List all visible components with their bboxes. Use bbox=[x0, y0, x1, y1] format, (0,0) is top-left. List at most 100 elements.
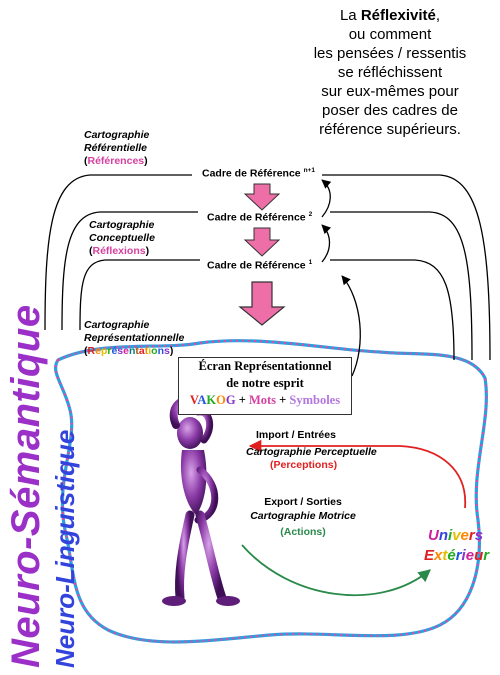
colored-letter: a bbox=[138, 345, 145, 357]
colored-letter: E bbox=[424, 547, 435, 564]
export-line-1: Export / Sorties bbox=[264, 496, 342, 508]
neuro-linguistique-vertical: Neuro-Linguistique bbox=[50, 429, 80, 668]
colored-letter: r bbox=[107, 345, 112, 357]
import-line-1: Import / Entrées bbox=[256, 429, 336, 441]
title-block: La Réflexivité, ou comment les pensées /… bbox=[290, 6, 490, 139]
referential-line-2: Référentielle bbox=[84, 142, 148, 154]
referential-line-1: Cartographie bbox=[84, 129, 150, 141]
colored-letter: s bbox=[474, 527, 484, 544]
colored-letter: t bbox=[144, 345, 149, 357]
frame-label-sup: 1 bbox=[308, 259, 313, 266]
colored-letter: e bbox=[465, 547, 475, 564]
frame-label-2: Cadre de Référence 2 bbox=[207, 211, 312, 224]
import-arrow bbox=[248, 439, 466, 509]
colored-letter: t bbox=[135, 345, 139, 357]
title-line-5: sur eux-mêmes pour bbox=[321, 83, 459, 100]
colored-letter: A bbox=[197, 393, 207, 407]
conceptual-line-1: Cartographie bbox=[89, 219, 155, 231]
mots-word: Mots bbox=[248, 393, 277, 407]
import-label: Import / Entrées Cartographie Perceptuel… bbox=[246, 429, 446, 473]
frame-label-text: Cadre de Référence bbox=[207, 211, 306, 224]
colored-letter: n bbox=[157, 345, 165, 357]
reflex-arrow-1 bbox=[321, 224, 332, 263]
colored-letter: t bbox=[442, 547, 448, 564]
colored-letter: é bbox=[447, 547, 456, 564]
colored-letter: p bbox=[100, 345, 108, 357]
representational-line-1: Cartographie bbox=[84, 319, 150, 331]
title-line-1-prefix: La bbox=[339, 7, 361, 24]
referential-map-label: Cartographie Référentielle (Références) bbox=[84, 129, 149, 168]
down-arrow-icon bbox=[243, 227, 281, 257]
down-arrow-icon bbox=[238, 281, 286, 326]
export-label: Export / Sorties Cartographie Motrice (A… bbox=[228, 496, 378, 540]
frame-label-sup: n+1 bbox=[303, 167, 315, 174]
colored-letter: e bbox=[460, 527, 469, 544]
export-arrow bbox=[241, 544, 431, 596]
colored-letter: G bbox=[225, 393, 236, 407]
screen-line-3: VAKOG + Mots + Symboles bbox=[179, 392, 351, 409]
representations-word: Représentations bbox=[88, 345, 170, 357]
colored-letter: K bbox=[206, 393, 217, 407]
representational-line-2: Représentationnelle bbox=[84, 332, 185, 344]
paren-close: ) bbox=[145, 245, 150, 257]
conceptual-line-2: Conceptuelle bbox=[89, 232, 155, 244]
screen-line-2: de notre esprit bbox=[226, 376, 304, 390]
title-line-4: se réfléchissent bbox=[337, 64, 443, 81]
export-line-2: Cartographie Motrice bbox=[250, 509, 356, 522]
frame-arch-middle bbox=[61, 211, 473, 361]
outer-universe-label: Univers Extérieur bbox=[424, 526, 489, 566]
colored-letter: r bbox=[468, 527, 475, 544]
import-line-2: Cartographie Perceptuelle bbox=[246, 445, 377, 458]
colored-letter: n bbox=[128, 345, 136, 357]
reflex-arrow-2 bbox=[321, 179, 332, 218]
plus-sign: + bbox=[235, 393, 249, 407]
paren-open: ( bbox=[89, 245, 93, 257]
colored-letter: V bbox=[189, 393, 198, 407]
representational-screen-box: Écran Représentationnel de notre esprit … bbox=[178, 357, 352, 415]
paren-open: ( bbox=[84, 345, 88, 357]
colored-letter: o bbox=[151, 345, 158, 357]
paren-close: ) bbox=[144, 155, 148, 167]
title-line-3: les pensées / ressentis bbox=[313, 45, 467, 62]
frame-arch-outer bbox=[44, 174, 491, 361]
frame-arch-inner bbox=[79, 259, 455, 361]
reflex-arrow-screen bbox=[341, 275, 361, 377]
colored-letter: O bbox=[216, 393, 226, 407]
colored-letter: u bbox=[474, 547, 484, 564]
colored-letter: x bbox=[434, 547, 443, 564]
import-line-3: (Perceptions) bbox=[270, 459, 338, 471]
exterieur-word: Extérieur bbox=[424, 546, 489, 566]
colored-letter: n bbox=[438, 527, 449, 544]
colored-letter: i bbox=[148, 345, 152, 357]
referential-word: Références bbox=[87, 155, 145, 167]
conceptual-word: Réflexions bbox=[92, 245, 146, 257]
frame-label-text: Cadre de Référence bbox=[202, 167, 301, 180]
paren-open: ( bbox=[84, 155, 88, 167]
colored-letter: i bbox=[448, 527, 453, 544]
colored-letter: U bbox=[428, 527, 439, 544]
title-keyword: Réflexivité bbox=[360, 7, 436, 24]
down-arrow-icon bbox=[243, 183, 281, 211]
neuro-semantique-vertical: Neuro-Sémantique bbox=[4, 304, 48, 668]
univers-word: Univers bbox=[428, 526, 489, 546]
title-line-1-suffix: , bbox=[435, 7, 441, 24]
colored-letter: e bbox=[123, 345, 129, 357]
colored-letter: s bbox=[117, 345, 124, 357]
title-line-2: ou comment bbox=[348, 26, 432, 43]
conceptual-map-label: Cartographie Conceptuelle (Réflexions) bbox=[89, 219, 155, 258]
frame-label-sup: 2 bbox=[308, 211, 313, 218]
wavy-boundary-pink bbox=[54, 339, 488, 644]
title-line-6: poser des cadres de bbox=[322, 102, 458, 119]
colored-letter: i bbox=[461, 547, 466, 564]
screen-line-1: Écran Représentationnel bbox=[198, 359, 332, 373]
colored-letter: e bbox=[95, 345, 101, 357]
representational-map-label: Cartographie Représentationnelle (Représ… bbox=[84, 319, 184, 358]
title-line-7: référence supérieurs. bbox=[319, 121, 461, 138]
frame-label-1: Cadre de Référence 1 bbox=[207, 259, 312, 272]
colored-letter: v bbox=[452, 527, 461, 544]
frame-label-text: Cadre de Référence bbox=[207, 259, 306, 272]
colored-letter: s bbox=[164, 345, 170, 357]
vakog-word: VAKOG bbox=[190, 393, 236, 407]
symboles-word: Symboles bbox=[289, 393, 341, 407]
